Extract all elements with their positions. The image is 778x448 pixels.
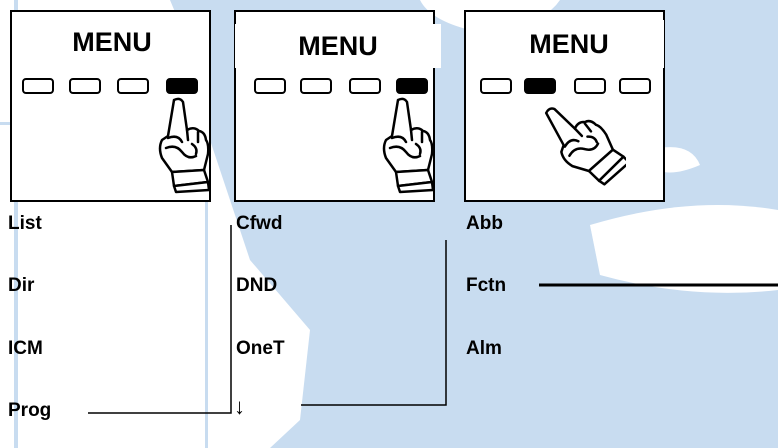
connector-prog-to-cfwd bbox=[88, 225, 231, 413]
softkey-label-onet: OneT bbox=[236, 338, 285, 360]
more-down-arrow: ↓ bbox=[234, 396, 245, 418]
softkey-label-prog: Prog bbox=[8, 400, 51, 422]
softkey-label-dir: Dir bbox=[8, 275, 34, 297]
connector-more-to-abb bbox=[301, 240, 446, 405]
softkey-label-list: List bbox=[8, 213, 42, 235]
softkey-label-icm: ICM bbox=[8, 338, 43, 360]
softkey-label-alm: Alm bbox=[466, 338, 502, 360]
softkey-label-fctn: Fctn bbox=[466, 275, 506, 297]
softkey-label-cfwd: Cfwd bbox=[236, 213, 282, 235]
softkey-label-dnd: DND bbox=[236, 275, 277, 297]
softkey-label-abb: Abb bbox=[466, 213, 503, 235]
